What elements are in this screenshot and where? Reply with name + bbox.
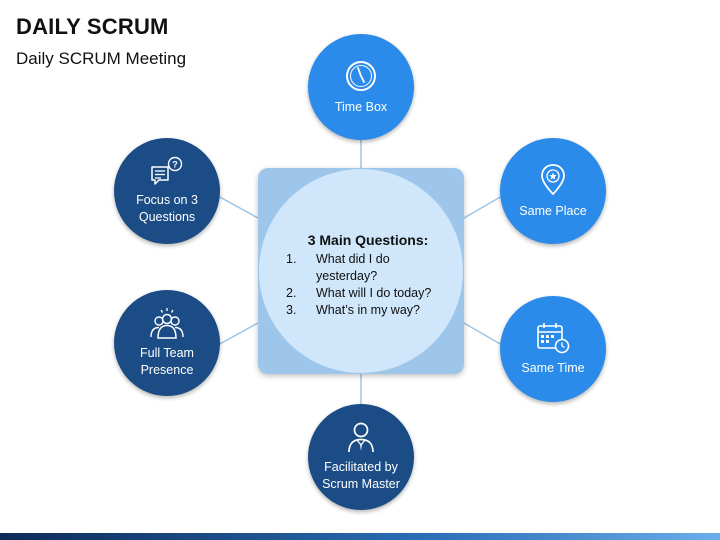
node-same-place: Same Place (500, 138, 606, 244)
connector-upper-right (463, 195, 503, 219)
chat-question-icon: ? (150, 156, 184, 186)
node-label: Focus on 3 Questions (136, 193, 198, 224)
node-full-team-presence: Full Team Presence (114, 290, 220, 396)
node-focus-on-3-questions: ? Focus on 3 Questions (114, 138, 220, 244)
question-item: 1. What did I do yesterday? (278, 251, 448, 285)
node-label: Full Team Presence (140, 346, 194, 377)
location-pin-icon (538, 163, 568, 197)
page-subtitle: Daily SCRUM Meeting (16, 49, 187, 68)
connector-upper-left (217, 195, 259, 219)
node-label: Same Place (519, 203, 587, 218)
businessman-icon (346, 421, 376, 453)
question-text: What did I do yesterday? (316, 252, 390, 283)
team-icon (149, 307, 185, 339)
node-label: Same Time (521, 360, 585, 375)
svg-text:?: ? (172, 160, 178, 170)
center-questions: 3 Main Questions: 1. What did I do yeste… (278, 232, 448, 319)
node-label: Time Box (334, 99, 388, 114)
connector-lower-left (217, 322, 259, 346)
clock-icon (344, 59, 378, 93)
calendar-clock-icon (536, 322, 570, 354)
connector-lower-right (463, 322, 503, 346)
node-same-time: Same Time (500, 296, 606, 402)
node-label: Facilitated by Scrum Master (322, 460, 400, 491)
question-text: What will I do today? (316, 286, 432, 300)
question-item: 2. What will I do today? (278, 285, 448, 302)
question-number: 2. (286, 286, 297, 300)
page-title: DAILY SCRUM (16, 14, 169, 39)
questions-heading: 3 Main Questions: (307, 232, 429, 248)
question-item: 3. What’s in my way? (278, 302, 448, 319)
question-number: 1. (286, 252, 297, 266)
node-facilitated-by-scrum-master: Facilitated by Scrum Master (308, 404, 414, 510)
question-number: 3. (286, 303, 297, 317)
bottom-gradient-bar (0, 533, 720, 540)
question-text: What’s in my way? (316, 303, 420, 317)
center-circle (259, 169, 463, 373)
node-time-box: Time Box (308, 34, 414, 140)
